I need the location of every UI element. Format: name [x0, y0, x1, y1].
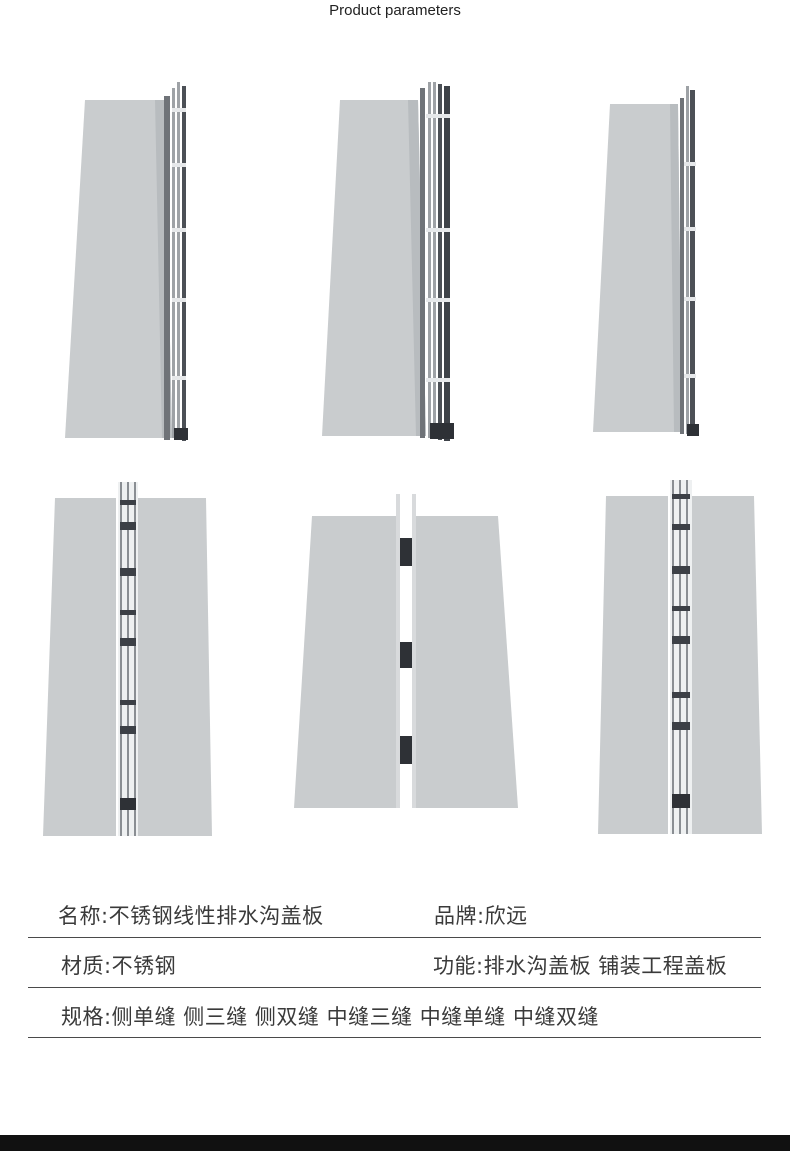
- spec-brand: 品牌:欣远: [434, 904, 528, 928]
- divider: [28, 1037, 761, 1038]
- spec-row-1: 名称:不锈钢线性排水沟盖板 品牌:欣远: [28, 888, 761, 938]
- product-render-middle-single: [290, 490, 525, 810]
- product-render-middle-double: [594, 478, 766, 838]
- divider: [28, 987, 761, 988]
- product-render-side-triple: [318, 78, 458, 443]
- page-title: Product parameters: [329, 2, 461, 19]
- footer-bar: [0, 1135, 790, 1151]
- spec-row-2: 材质:不锈钢 功能:排水沟盖板 铺装工程盖板: [28, 938, 761, 988]
- spec-specification: 规格:侧单缝 侧三缝 侧双缝 中缝三缝 中缝单缝 中缝双缝: [61, 1005, 599, 1029]
- spec-material: 材质:不锈钢: [61, 954, 177, 978]
- spec-function: 功能:排水沟盖板 铺装工程盖板: [433, 954, 728, 978]
- spec-row-3: 规格:侧单缝 侧三缝 侧双缝 中缝三缝 中缝单缝 中缝双缝: [28, 989, 761, 1039]
- product-render-middle-triple: [40, 480, 220, 840]
- spec-name: 名称:不锈钢线性排水沟盖板: [58, 904, 324, 928]
- divider: [28, 937, 761, 938]
- product-render-side-double: [590, 82, 705, 442]
- product-render-side-single: [60, 78, 195, 443]
